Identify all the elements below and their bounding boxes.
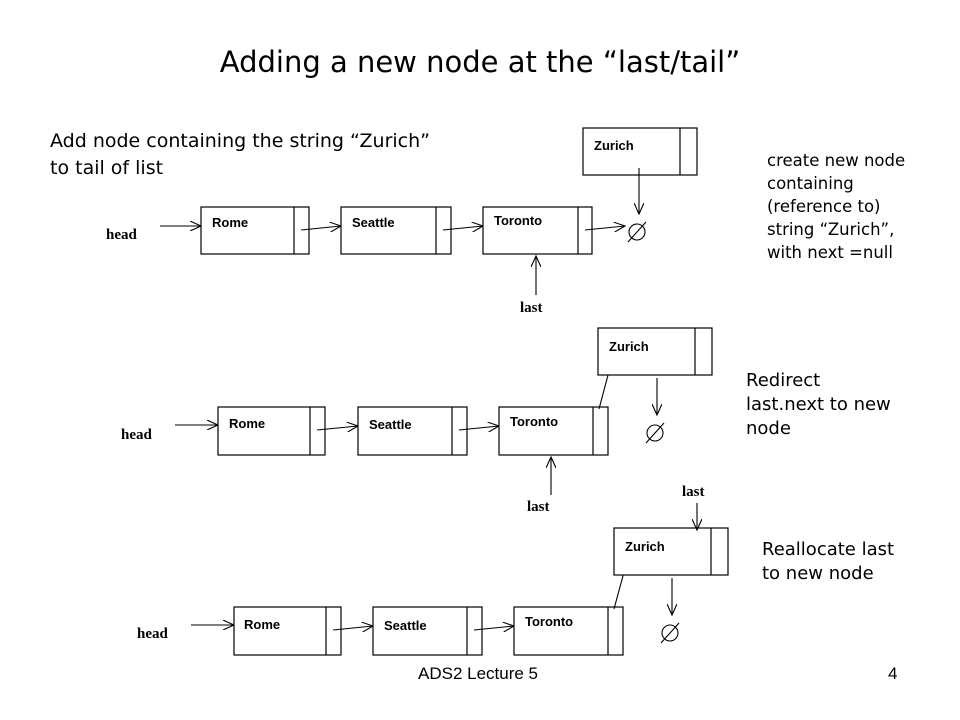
node-box xyxy=(498,406,609,456)
node-rome: Rome xyxy=(200,206,310,255)
node-zurich: Zurich xyxy=(613,527,729,576)
next-arrow xyxy=(458,426,499,430)
intro-text: Add node containing the string “Zurich” … xyxy=(50,128,430,182)
diagram-step-3: head Rome Seattle Toronto Zurich xyxy=(137,484,729,656)
next-arrow xyxy=(584,226,625,230)
null-icon xyxy=(660,622,680,644)
step-1-note-line: create new node xyxy=(767,151,906,170)
node-box xyxy=(513,606,624,656)
head-label: head xyxy=(137,626,169,642)
node-toronto: Toronto xyxy=(513,606,624,656)
step-2-note-line: Redirect xyxy=(746,370,821,391)
next-arrow xyxy=(473,626,514,630)
diagram-step-2: head Rome Seattle Toronto Zurich xyxy=(121,327,713,515)
step-1-note: create new node containing (reference to… xyxy=(767,149,905,264)
null-icon xyxy=(627,221,647,243)
node-seattle: Seattle xyxy=(372,606,483,656)
last-label: last xyxy=(682,484,705,500)
step-1-note-line: (reference to) xyxy=(767,197,881,216)
node-label: Rome xyxy=(212,215,248,230)
node-zurich: Zurich xyxy=(597,327,713,376)
node-box xyxy=(613,527,729,576)
step-3-note-line: to new node xyxy=(762,563,874,584)
node-box xyxy=(217,406,326,456)
step-3-note: Reallocate last to new node xyxy=(762,538,894,586)
step-2-note-line: node xyxy=(746,418,791,439)
node-box xyxy=(233,606,342,656)
intro-line-2: to tail of list xyxy=(50,157,164,179)
next-arrow xyxy=(442,226,483,230)
node-toronto: Toronto xyxy=(498,406,609,456)
node-zurich: Zurich xyxy=(582,127,698,176)
node-box xyxy=(200,206,310,255)
diagram-step-1: head Rome Seattle Toronto Zurich xyxy=(106,127,698,316)
node-rome: Rome xyxy=(217,406,326,456)
step-3-note-line: Reallocate last xyxy=(762,539,895,560)
last-label: last xyxy=(527,499,550,515)
node-label: Seattle xyxy=(384,618,427,633)
node-label: Zurich xyxy=(594,138,634,153)
step-1-note-line: containing xyxy=(767,174,854,193)
null-icon xyxy=(645,422,665,444)
node-box xyxy=(482,206,593,255)
step-1-note-line: with next =null xyxy=(767,243,893,262)
node-box xyxy=(340,206,452,255)
node-label: Toronto xyxy=(510,414,558,429)
node-label: Seattle xyxy=(369,417,412,432)
node-rome: Rome xyxy=(233,606,342,656)
node-seattle: Seattle xyxy=(340,206,452,255)
slide-number: 4 xyxy=(888,664,898,683)
node-toronto: Toronto xyxy=(482,206,593,255)
node-seattle: Seattle xyxy=(357,406,468,456)
head-label: head xyxy=(106,227,138,243)
next-arrow xyxy=(316,426,358,430)
node-box xyxy=(357,406,468,456)
node-box xyxy=(372,606,483,656)
last-label: last xyxy=(520,300,543,316)
node-label: Seattle xyxy=(352,215,395,230)
node-label: Zurich xyxy=(609,339,649,354)
footer-lecture: ADS2 Lecture 5 xyxy=(418,664,539,683)
step-2-note: Redirect last.next to new node xyxy=(746,369,891,441)
node-label: Rome xyxy=(244,617,280,632)
next-arrow xyxy=(300,226,341,230)
intro-line-1: Add node containing the string “Zurich” xyxy=(50,130,431,152)
node-label: Rome xyxy=(229,416,265,431)
step-1-note-line: string “Zurich”, xyxy=(767,220,895,239)
head-label: head xyxy=(121,427,153,443)
step-2-note-line: last.next to new xyxy=(746,394,891,415)
node-label: Toronto xyxy=(525,614,573,629)
node-label: Zurich xyxy=(625,539,665,554)
node-box xyxy=(582,127,698,176)
slide-title: Adding a new node at the “last/tail” xyxy=(219,45,741,79)
node-label: Toronto xyxy=(494,213,542,228)
next-arrow xyxy=(332,626,373,630)
node-box xyxy=(597,327,713,376)
